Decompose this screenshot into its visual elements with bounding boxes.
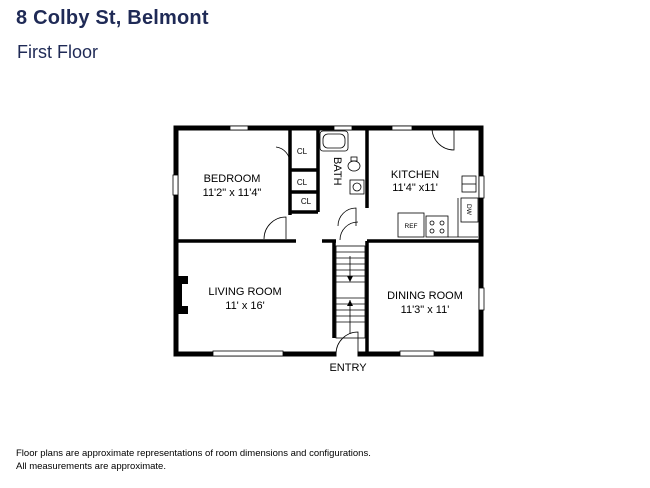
door-swings (263, 127, 455, 355)
interior-walls (176, 128, 481, 354)
bath-fixtures (319, 130, 365, 195)
bath-label: BATH (331, 157, 343, 186)
entry-label: ENTRY (329, 362, 367, 374)
dw-label: DW (465, 204, 472, 216)
disclaimer: Floor plans are approximate representati… (16, 447, 371, 473)
kitchen-dims: 11'4" x11' (392, 182, 438, 194)
disclaimer-line-1: Floor plans are approximate representati… (16, 448, 371, 459)
closet-label-3: CL (301, 197, 312, 206)
page-title: 8 Colby St, Belmont (16, 7, 209, 29)
bedroom-name: BEDROOM (204, 173, 261, 185)
windows (172, 125, 485, 357)
disclaimer-line-2: All measurements are approximate. (16, 461, 166, 472)
closet-label-1: CL (297, 147, 308, 156)
stair-arrows (347, 276, 353, 306)
fireplace (176, 276, 188, 314)
closet-label-2: CL (297, 178, 308, 187)
dining-room-name: DINING ROOM (387, 290, 463, 302)
stairs (335, 245, 366, 339)
floor-subtitle: First Floor (17, 42, 98, 62)
dining-room-dims: 11'3" x 11' (401, 304, 450, 316)
bedroom-dims: 11'2" x 11'4" (203, 187, 262, 199)
living-room-dims: 11' x 16' (225, 300, 264, 312)
ref-label: REF (405, 223, 418, 230)
kitchen-fixtures (397, 175, 479, 238)
living-room-name: LIVING ROOM (208, 286, 281, 298)
kitchen-name: KITCHEN (391, 169, 439, 181)
